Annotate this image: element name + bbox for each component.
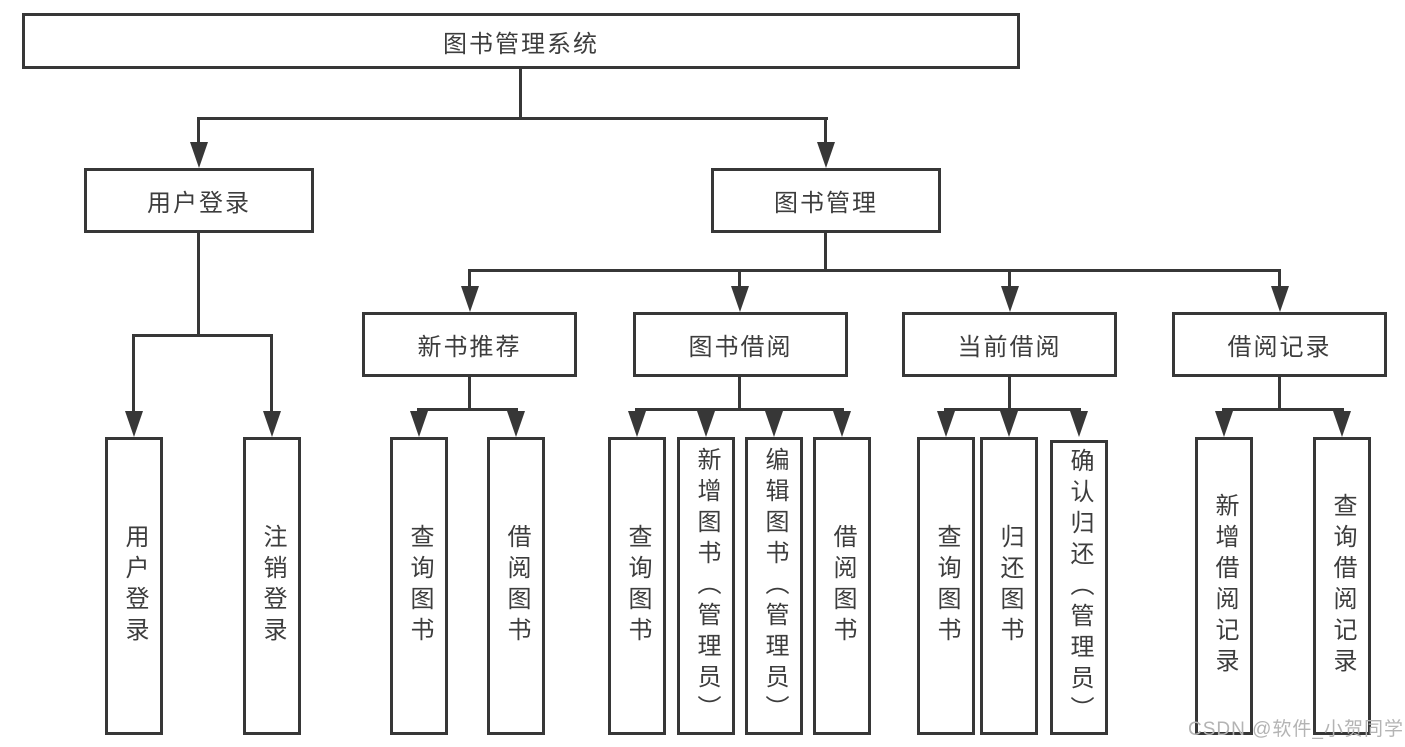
arrow-down-icon	[1070, 411, 1088, 437]
leaf-label: 新增图书（管理员）	[693, 446, 720, 726]
node-root-system: 图书管理系统	[22, 13, 1020, 69]
node-current-borrow-label: 当前借阅	[957, 334, 1062, 361]
borrow-records-trunk-line	[1278, 377, 1281, 411]
arrow-down-icon	[628, 411, 646, 437]
node-book-borrow-label: 图书借阅	[688, 334, 793, 361]
arrow-down-icon	[765, 411, 783, 437]
node-borrow-records-label: 借阅记录	[1227, 334, 1332, 361]
level2-branch-line	[198, 117, 828, 120]
leaf-label: 确认归还（管理员）	[1066, 448, 1093, 727]
node-book-mgmt: 图书管理	[711, 168, 941, 233]
leaf-return-books: 归还图书	[980, 437, 1038, 735]
leaf-query-books-1: 查询图书	[390, 437, 448, 735]
stem-into-current-borrow	[1008, 269, 1011, 289]
leaf-borrow-books-2: 借阅图书	[813, 437, 871, 735]
arrow-down-icon	[833, 411, 851, 437]
arrow-down-icon	[263, 411, 281, 437]
arrow-down-icon	[190, 142, 208, 168]
arrow-down-icon	[817, 142, 835, 168]
leaf-add-borrow-record: 新增借阅记录	[1195, 437, 1253, 735]
leaf-label: 编辑图书（管理员）	[761, 446, 788, 726]
arrow-down-icon	[1333, 411, 1351, 437]
node-borrow-records: 借阅记录	[1172, 312, 1387, 377]
node-book-borrow: 图书借阅	[633, 312, 848, 377]
leaf-label: 查询图书	[406, 524, 433, 648]
leaf-query-books-2: 查询图书	[608, 437, 666, 735]
leaf-label: 借阅图书	[829, 524, 856, 648]
arrow-down-icon	[731, 286, 749, 312]
stem-into-leaf	[132, 334, 135, 414]
leaf-label: 用户登录	[121, 524, 148, 648]
node-root-label: 图书管理系统	[443, 30, 599, 58]
arrow-down-icon	[1000, 411, 1018, 437]
leaf-borrow-books-1: 借阅图书	[487, 437, 545, 735]
leaf-edit-books-admin: 编辑图书（管理员）	[745, 437, 803, 735]
leaf-confirm-return-admin: 确认归还（管理员）	[1050, 440, 1108, 735]
leaf-query-borrow-record: 查询借阅记录	[1313, 437, 1371, 735]
user-login-trunk-line	[197, 233, 200, 337]
arrow-down-icon	[937, 411, 955, 437]
leaf-label: 归还图书	[996, 524, 1023, 648]
arrow-down-icon	[461, 286, 479, 312]
user-login-branch-line	[132, 334, 273, 337]
leaf-label: 查询图书	[933, 524, 960, 648]
leaf-label: 查询借阅记录	[1329, 493, 1356, 679]
book-mgmt-trunk-line	[824, 233, 827, 272]
book-borrow-trunk-line	[738, 377, 741, 411]
stem-into-book-mgmt	[824, 117, 827, 145]
leaf-logout: 注销登录	[243, 437, 301, 735]
stem-into-book-borrow	[738, 269, 741, 289]
node-book-mgmt-label: 图书管理	[774, 190, 878, 217]
stem-into-leaf	[270, 334, 273, 414]
arrow-down-icon	[1271, 286, 1289, 312]
arrow-down-icon	[507, 411, 525, 437]
arrow-down-icon	[125, 411, 143, 437]
node-current-borrow: 当前借阅	[902, 312, 1117, 377]
stem-into-new-books	[468, 269, 471, 289]
arrow-down-icon	[1001, 286, 1019, 312]
stem-into-borrow-records	[1278, 269, 1281, 289]
leaf-label: 注销登录	[259, 524, 286, 648]
leaf-user-login: 用户登录	[105, 437, 163, 735]
current-borrow-branch-line	[944, 408, 1081, 411]
node-user-login-label: 用户登录	[147, 190, 251, 217]
node-user-login: 用户登录	[84, 168, 314, 233]
arrow-down-icon	[697, 411, 715, 437]
leaf-add-books-admin: 新增图书（管理员）	[677, 437, 735, 735]
leaf-label: 新增借阅记录	[1211, 493, 1238, 679]
new-books-trunk-line	[468, 377, 471, 411]
level3-branch-line	[468, 269, 1281, 272]
current-borrow-trunk-line	[1008, 377, 1011, 411]
root-trunk-line	[519, 69, 522, 120]
leaf-label: 借阅图书	[503, 524, 530, 648]
node-new-books: 新书推荐	[362, 312, 577, 377]
borrow-records-branch-line	[1222, 408, 1344, 411]
arrow-down-icon	[410, 411, 428, 437]
stem-into-user-login	[197, 117, 200, 145]
csdn-watermark: CSDN @软件_小贺同学	[1188, 719, 1404, 740]
node-new-books-label: 新书推荐	[417, 334, 522, 361]
leaf-query-books-3: 查询图书	[917, 437, 975, 735]
arrow-down-icon	[1215, 411, 1233, 437]
leaf-label: 查询图书	[624, 524, 651, 648]
new-books-branch-line	[417, 408, 518, 411]
book-borrow-branch-line	[635, 408, 844, 411]
